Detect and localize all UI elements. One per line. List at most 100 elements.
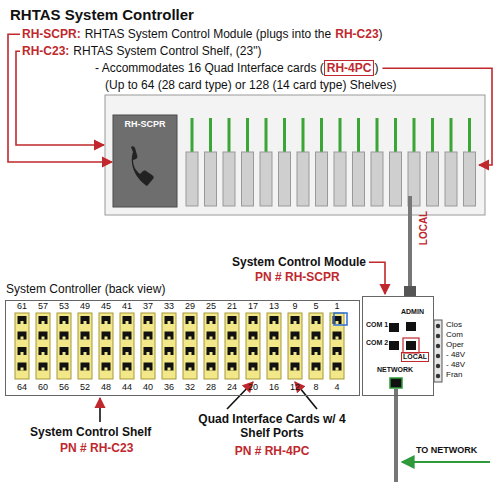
port-number: 36 <box>164 382 174 393</box>
shelf-port <box>144 332 153 340</box>
admin-port <box>406 322 416 331</box>
port-notch <box>21 368 24 371</box>
card-led-strip <box>339 118 342 152</box>
port-notch <box>189 337 192 340</box>
shelf-port <box>81 347 90 355</box>
port-number: 1 <box>334 301 339 312</box>
shelf-port <box>81 363 90 371</box>
port-notch <box>210 368 213 371</box>
module-name: RH-SCPR <box>113 119 177 130</box>
port-name: ADMIN <box>401 308 424 316</box>
port-notch <box>126 368 129 371</box>
control-module: RH-SCPR <box>113 115 177 207</box>
port-name: COM 1 <box>366 321 388 329</box>
description-text: ) <box>374 61 378 75</box>
shelf-port <box>186 347 195 355</box>
port-number: 32 <box>185 382 195 393</box>
shelf-port <box>291 347 300 355</box>
terminal-screw <box>436 344 440 348</box>
shelf-port <box>249 332 258 340</box>
port-number: 29 <box>185 301 195 312</box>
card-slots <box>186 118 476 206</box>
card-slot <box>186 152 198 206</box>
port-notch <box>252 368 255 371</box>
port-number: 28 <box>206 382 216 393</box>
shelf-port <box>18 316 27 324</box>
leader-lines <box>8 34 492 422</box>
port-notch <box>252 321 255 324</box>
port-number: 13 <box>269 301 279 312</box>
part-number: PN # RH-4PC <box>235 444 310 458</box>
port-number: 41 <box>122 301 132 312</box>
port-notch <box>336 321 339 324</box>
leader-line <box>16 51 104 145</box>
port-notch <box>189 368 192 371</box>
port-notch <box>126 321 129 324</box>
leader-line <box>369 262 385 294</box>
port-notch <box>231 337 234 340</box>
shelf-port <box>102 316 111 324</box>
card-slot <box>353 152 365 206</box>
port-number: 44 <box>122 382 132 393</box>
description-text: ) <box>379 27 383 41</box>
diagram-title: RHTAS System Controller <box>10 6 194 24</box>
port-number: 5 <box>313 301 318 312</box>
shelf-port <box>186 316 195 324</box>
port-notch <box>105 321 108 324</box>
port-notch <box>210 337 213 340</box>
port-notch <box>294 352 297 355</box>
terminal-label: Oper <box>446 340 464 350</box>
shelf-port <box>270 316 279 324</box>
shelf-port <box>312 332 321 340</box>
card-slot <box>334 152 346 206</box>
port-notch <box>105 352 108 355</box>
quad-interface-cards <box>15 313 344 379</box>
port-notch <box>126 352 129 355</box>
port-notch <box>294 368 297 371</box>
card-led-strip <box>302 118 305 152</box>
cable-label: TO NETWORK <box>416 445 477 456</box>
quad-card <box>78 313 92 379</box>
shelf-port <box>249 363 258 371</box>
port-notch <box>63 352 66 355</box>
port-notch <box>147 352 150 355</box>
part-number: PN # RH-C23 <box>60 441 133 455</box>
port-notch <box>336 337 339 340</box>
port-notch <box>84 321 87 324</box>
card-led-strip <box>376 118 379 152</box>
card-led-strip <box>413 118 416 152</box>
card-led-strip <box>431 118 434 152</box>
shelf-port <box>186 363 195 371</box>
port-notch <box>315 368 318 371</box>
port-name: NETWORK <box>377 366 413 374</box>
card-slot <box>223 152 235 206</box>
shelf-port <box>333 347 342 355</box>
port-notch <box>189 321 192 324</box>
network-port <box>390 378 402 388</box>
card-slot <box>260 152 272 206</box>
shelf-port <box>312 363 321 371</box>
network-cable <box>394 389 398 482</box>
shelf-port <box>102 363 111 371</box>
shelf-port <box>165 332 174 340</box>
shelf-port <box>291 316 300 324</box>
shelf-port <box>39 347 48 355</box>
port-notch <box>21 352 24 355</box>
card-led-strip <box>394 118 397 152</box>
card-led-strip <box>450 118 453 152</box>
part-number: RH-C23: <box>22 44 69 58</box>
port-notch <box>231 321 234 324</box>
port-number: 24 <box>227 382 237 393</box>
part-number: RH-4PC <box>324 60 375 76</box>
quad-card <box>15 313 29 379</box>
terminal-block <box>434 320 442 382</box>
terminal-label: - 48V <box>446 360 465 370</box>
quad-card <box>225 313 239 379</box>
card-led-strip <box>191 118 194 152</box>
quad-card <box>246 313 260 379</box>
port-notch <box>315 321 318 324</box>
card-led-strip <box>283 118 286 152</box>
quad-card <box>288 313 302 379</box>
port-number: 33 <box>164 301 174 312</box>
